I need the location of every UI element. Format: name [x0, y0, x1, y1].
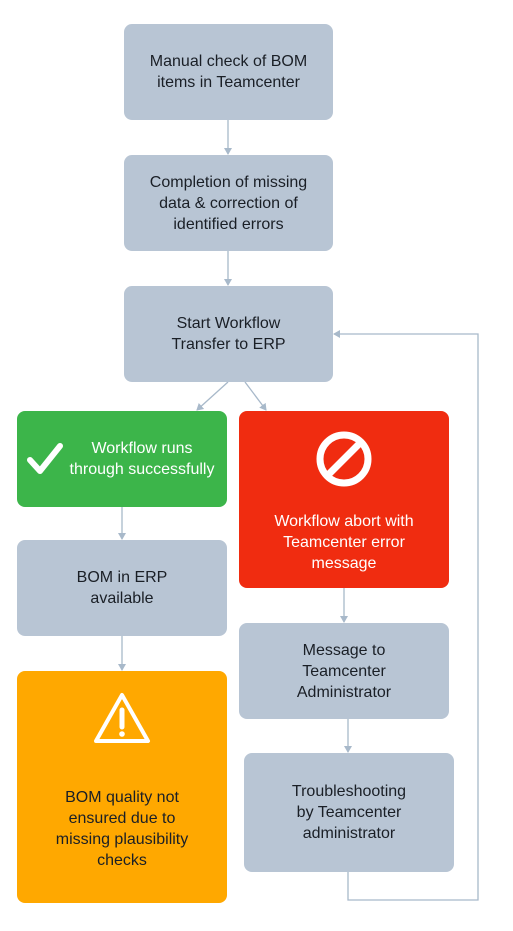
success-node: Workflow runs through successfully	[17, 411, 227, 507]
arrow-start-to-abort	[244, 381, 267, 411]
manual-check-node: Manual check of BOM items in Teamcenter	[124, 24, 333, 120]
warning-icon	[92, 691, 152, 745]
start-workflow-label: Start Workflow Transfer to ERP	[171, 315, 286, 353]
prohibited-icon	[314, 429, 374, 489]
bom-in-erp-node: BOM in ERP available	[17, 540, 227, 636]
quality-warning-label: BOM quality not ensured due to missing p…	[55, 789, 189, 869]
start-workflow-node: Start Workflow Transfer to ERP	[124, 286, 333, 382]
feedback-loop-arrow	[333, 330, 479, 901]
success-label: Workflow runs through successfully	[69, 440, 215, 478]
completion-label: Completion of missing data & correction …	[149, 173, 308, 233]
abort-label: Workflow abort with Teamcenter error mes…	[274, 513, 414, 572]
message-admin-label: Message to Teamcenter Administrator	[296, 641, 392, 701]
check-icon	[26, 440, 64, 478]
manual-check-label: Manual check of BOM items in Teamcenter	[149, 53, 308, 91]
message-admin-node: Message to Teamcenter Administrator	[239, 623, 449, 719]
arrow-start-to-success	[196, 381, 229, 411]
troubleshooting-label: Troubleshooting by Teamcenter administra…	[291, 783, 407, 842]
quality-warning-node: BOM quality not ensured due to missing p…	[17, 671, 227, 903]
completion-node: Completion of missing data & correction …	[124, 155, 333, 251]
bom-in-erp-label: BOM in ERP available	[76, 569, 168, 607]
abort-node: Workflow abort with Teamcenter error mes…	[239, 411, 449, 588]
troubleshooting-node: Troubleshooting by Teamcenter administra…	[244, 753, 454, 872]
